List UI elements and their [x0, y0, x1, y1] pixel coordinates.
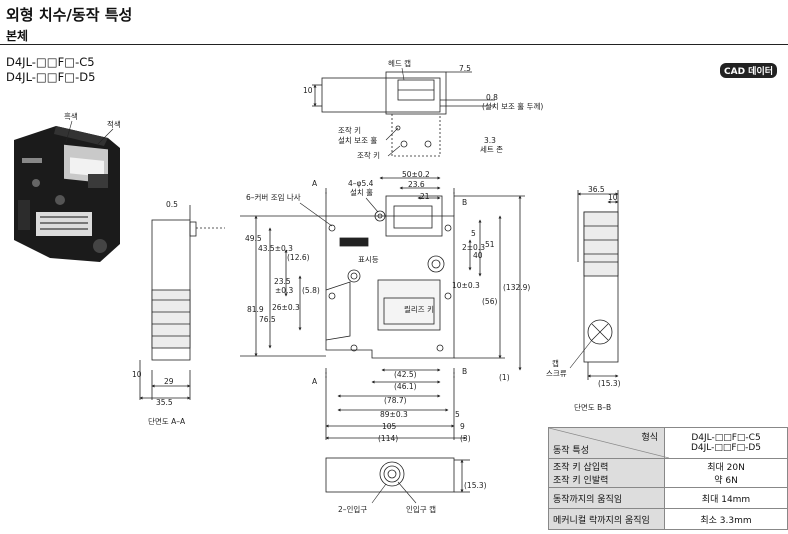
spec-model-d5: D4JL-□□F□-D5	[691, 443, 762, 453]
dim-15-3-right: (15.3)	[598, 379, 621, 388]
spec-label-insert: 조작 키 삽입력	[553, 463, 609, 473]
install-hole-thickness: (설치 보조 홀 두께)	[482, 101, 543, 111]
cad-data-button[interactable]: CAD 데이터	[720, 63, 778, 78]
dim-23-5: 23.5	[274, 277, 291, 286]
spec-row-value: 최대 20N 약 6N	[664, 458, 788, 488]
dim-43-5: 43.5±0.3	[258, 244, 293, 253]
cap-screw-label-2: 스크류	[546, 369, 567, 378]
dim-89: 89±0.3	[380, 410, 408, 419]
right-view	[577, 190, 619, 380]
dim-42-5: (42.5)	[394, 370, 417, 379]
page-subtitle: 본체	[6, 29, 29, 43]
front-view	[240, 176, 525, 440]
spec-row-value: 최소 3.3mm	[664, 508, 788, 530]
dim-9: 9	[460, 422, 465, 431]
section-b-top: B	[462, 198, 467, 207]
set-zone-label: 세트 존	[480, 145, 503, 154]
spec-row-label: 메커니컬 락까지의 움직임	[547, 508, 666, 530]
dim-10-right-view: 10	[608, 193, 618, 202]
dim-tol-03: ±0.3	[275, 286, 293, 295]
conduit-label: 2–인입구	[338, 504, 367, 514]
cap-screw-label-1: 캡	[552, 359, 559, 368]
dim-132-9: (132.9)	[503, 283, 530, 292]
header-divider	[0, 44, 788, 45]
spec-models: D4JL-□□F□-C5 D4JL-□□F□-D5	[664, 427, 788, 459]
product-photo	[14, 126, 120, 262]
dim-114: (114)	[378, 434, 398, 443]
spec-row-value: 최대 14mm	[664, 487, 788, 509]
conduit-cap-label: 인입구 캡	[406, 504, 436, 514]
page-title: 외형 치수/동작 특성	[6, 6, 133, 24]
dim-29: 29	[164, 377, 174, 386]
spec-row: 조작 키 삽입력 조작 키 인발력 최대 20N 약 6N	[547, 458, 788, 488]
dim-3: (3)	[460, 434, 471, 443]
section-a-label: 단면도 A–A	[148, 416, 186, 426]
dim-12-6: (12.6)	[287, 253, 310, 262]
indicator-label: 표시등	[358, 255, 379, 264]
mount-hole-dim: 4–φ5.4	[348, 179, 374, 188]
mount-hole-label: 설치 홀	[350, 187, 373, 197]
release-key-label: 릴리즈 키	[404, 305, 434, 314]
spec-model-c5: D4JL-□□F□-C5	[691, 433, 761, 443]
dim-36-5: 36.5	[588, 185, 605, 194]
cover-screw-label: 6–커버 조임 나사	[246, 192, 301, 202]
dim-10-top: 10	[303, 86, 313, 95]
top-view	[312, 71, 495, 157]
spec-row-label: 조작 키 삽입력 조작 키 인발력	[547, 458, 666, 488]
dim-105: 105	[382, 422, 397, 431]
dim-0-5: 0.5	[166, 200, 178, 209]
dim-40: 40	[473, 251, 483, 260]
dim-21: 21	[420, 192, 430, 201]
spec-row: 메커니컬 락까지의 움직임 최소 3.3mm	[547, 508, 788, 530]
spec-table: 형식 동작 특성 D4JL-□□F□-C5 D4JL-□□F□-D5 조작 키 …	[547, 427, 788, 530]
model-c5: D4JL-□□F□-C5	[6, 55, 95, 69]
dim-5-8: (5.8)	[302, 286, 320, 295]
dim-76-5: 76.5	[259, 315, 276, 324]
spec-corner: 형식 동작 특성	[547, 427, 669, 459]
key-install-hole-1: 조작 키	[338, 125, 361, 135]
operating-key-label: 조작 키	[357, 150, 380, 160]
dim-46-1: (46.1)	[394, 382, 417, 391]
dim-51: 51	[485, 240, 495, 249]
dim-2: 2±0.3	[462, 243, 485, 252]
dim-10-side: 10	[132, 370, 142, 379]
dim-35-5: 35.5	[156, 398, 173, 407]
dim-1: (1)	[499, 373, 510, 382]
dim-5-bottom: 5	[455, 410, 460, 419]
dim-7-5: 7.5	[459, 64, 471, 73]
bottom-view	[325, 457, 470, 493]
spec-corner-top: 형식	[641, 433, 659, 443]
section-a-top: A	[312, 179, 318, 188]
head-cap-label: 헤드 캡	[388, 59, 411, 68]
dim-3-3: 3.3	[484, 136, 496, 145]
photo-label-black: 흑색	[64, 111, 78, 121]
spec-value-pull: 약 6N	[714, 476, 738, 486]
dim-81-9: 81.9	[247, 305, 264, 314]
dim-78-7: (78.7)	[384, 396, 407, 405]
spec-row-label: 동작까지의 움직임	[547, 487, 666, 509]
photo-label-red: 적색	[107, 119, 121, 129]
spec-corner-bottom: 동작 특성	[553, 446, 589, 456]
section-b-bottom: B	[462, 367, 467, 376]
model-d5: D4JL-□□F□-D5	[6, 70, 96, 84]
dim-0-8: 0.8	[486, 93, 498, 102]
dim-23-6: 23.6	[408, 180, 425, 189]
spec-value-insert: 최대 20N	[707, 463, 745, 473]
section-a-bottom: A	[312, 377, 318, 386]
dim-15-3-bottom: (15.3)	[464, 481, 487, 490]
dim-26: 26±0.3	[272, 303, 300, 312]
dim-49-5: 49.5	[245, 234, 262, 243]
dim-10-right: 10±0.3	[452, 281, 480, 290]
section-b-label: 단면도 B–B	[574, 402, 611, 412]
dim-50: 50±0.2	[402, 170, 430, 179]
spec-label-pull: 조작 키 인발력	[553, 476, 609, 486]
dim-56: (56)	[482, 297, 497, 306]
spec-row: 동작까지의 움직임 최대 14mm	[547, 487, 788, 509]
dim-5-top: 5	[471, 229, 476, 238]
key-install-hole-2: 설치 보조 홀	[338, 135, 377, 145]
side-view	[139, 205, 225, 400]
